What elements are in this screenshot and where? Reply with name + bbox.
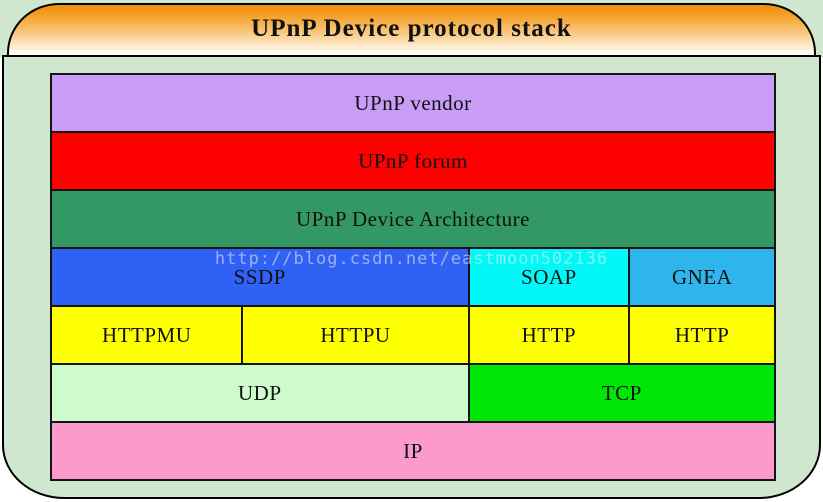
title-bar: UPnP Device protocol stack (7, 3, 816, 55)
layer-http-tcp-left: HTTP (469, 307, 629, 363)
layer-httpmu: HTTPMU (52, 307, 242, 363)
layer-upnp-device-architecture: UPnP Device Architecture (52, 191, 774, 247)
layer-ssdp: SSDP (52, 249, 468, 305)
layer-upnp-vendor: UPnP vendor (52, 75, 774, 131)
layer-soap: SOAP (469, 249, 629, 305)
layer-tcp: TCP (469, 365, 774, 421)
layer-httpu: HTTPU (243, 307, 468, 363)
layer-upnp-forum: UPnP forum (52, 133, 774, 189)
layer-gnea: GNEA (630, 249, 774, 305)
layer-ip: IP (52, 423, 774, 479)
diagram-panel: UPnP vendor UPnP forum UPnP Device Archi… (2, 55, 821, 499)
protocol-stack: UPnP vendor UPnP forum UPnP Device Archi… (50, 73, 776, 481)
page-title: UPnP Device protocol stack (251, 15, 572, 42)
layer-udp: UDP (52, 365, 468, 421)
layer-http-tcp-right: HTTP (630, 307, 774, 363)
